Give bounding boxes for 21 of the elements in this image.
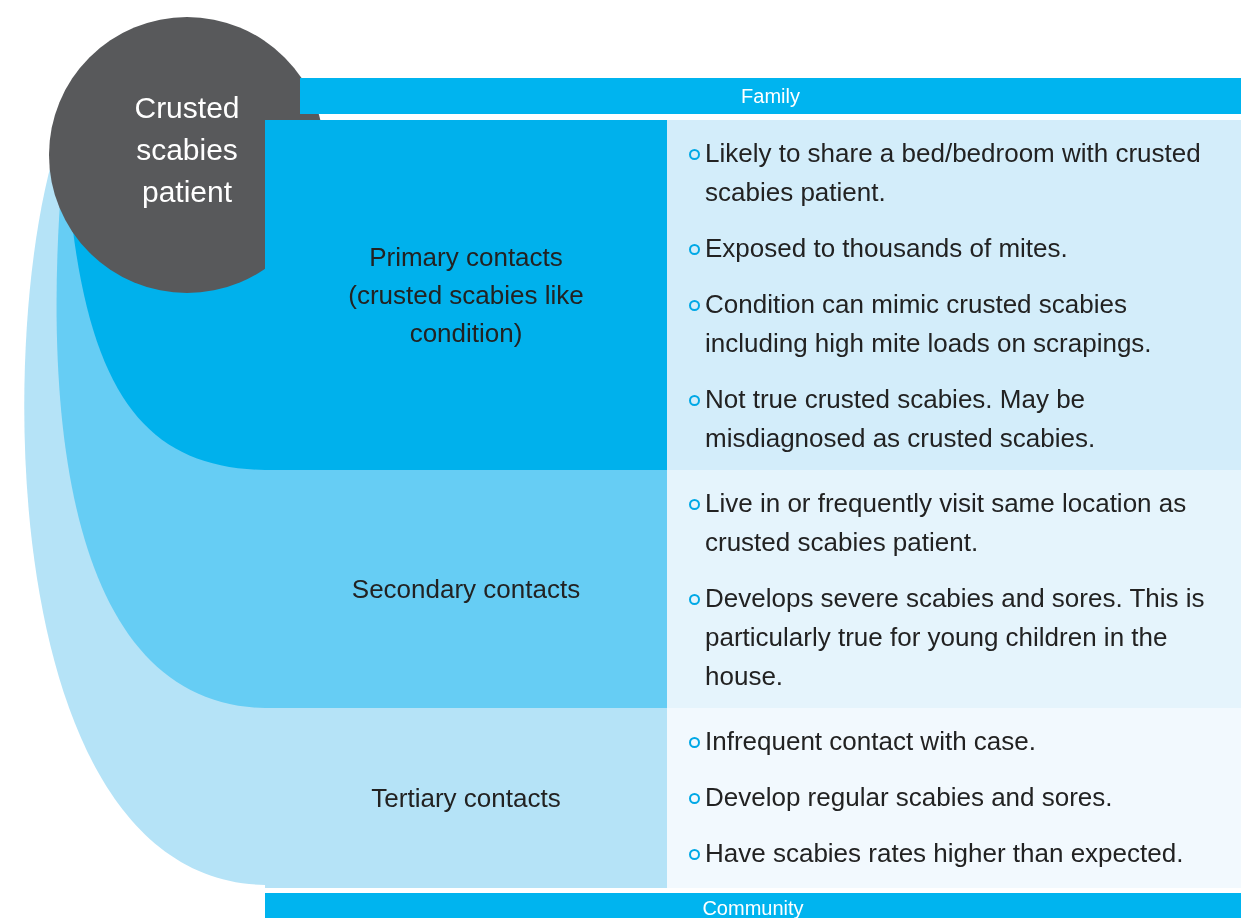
bullet-text: Have scabies rates higher than expected. [705,837,1184,870]
contact-level-heading: Tertiary contacts [371,782,561,815]
bullet-text: Infrequent contact with case. [705,725,1036,758]
contact-level-cell [265,708,667,888]
band-label: Family [741,85,800,107]
description-cell [667,470,1241,708]
group-band [265,893,1241,918]
description-cell [667,708,1241,888]
contact-level-heading: Primary contacts (crusted scabies like condition) [347,241,585,350]
bullet-text: Likely to share a bed/bedroom with crusted scabies patient. [705,137,1202,209]
description-cell [667,120,1241,470]
bullet-text: Live in or frequently visit same location as crusted scabies patient. [705,487,1188,559]
bullet-text: Develops severe scabies and sores. This is particularly true for young children in the house. [705,582,1206,693]
patient-label: Crusted scabies patient [133,90,241,210]
group-band [300,78,1241,114]
contact-level-cell [265,470,667,708]
contact-level-heading: Secondary contacts [351,573,581,606]
bullet-text: Condition can mimic crusted scabies including high mite loads on scrapings. [705,288,1153,360]
bullet-text: Not true crusted scabies. May be misdiagnosed as crusted scabies. [705,383,1097,455]
bullet-text: Develop regular scabies and sores. [705,781,1113,814]
bullet-text: Exposed to thousands of mites. [705,232,1068,265]
